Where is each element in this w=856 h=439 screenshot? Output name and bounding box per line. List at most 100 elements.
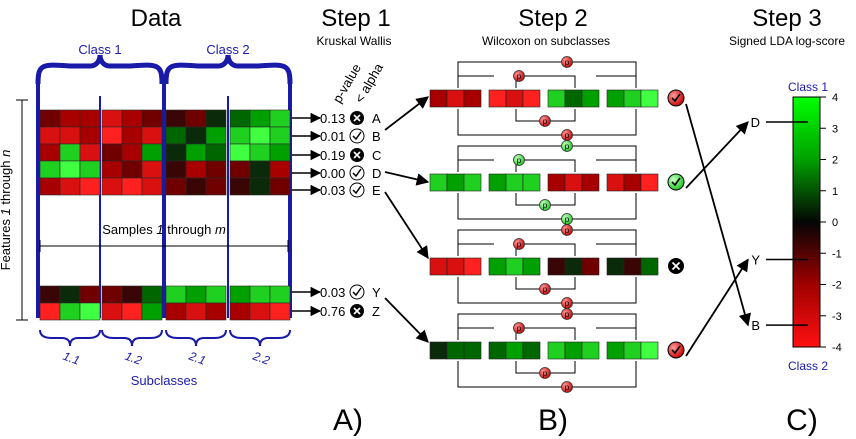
heatmap-cell [121, 160, 143, 179]
lda-tick-label: 3 [832, 123, 838, 135]
wilcoxon-p-symbol: p [565, 142, 570, 151]
class1-label: Class 1 [78, 42, 121, 57]
subclass-2-2-brace [229, 329, 291, 347]
subtitle-step1: Kruskal Wallis [317, 34, 392, 48]
wilcoxon-cell [547, 257, 566, 276]
wilcoxon-cell [446, 257, 465, 276]
wilcoxon-cell [463, 173, 482, 192]
wilcoxon-p-symbol: p [517, 324, 522, 333]
wilcoxon-pass-icon [667, 89, 685, 107]
wilcoxon-cell [606, 89, 625, 108]
heatmap-cell [141, 285, 163, 304]
wilcoxon-cell [488, 257, 507, 276]
step1-to-step2-arrow [384, 191, 429, 260]
feature-pvalue: 0.13 [320, 111, 345, 126]
heatmap-cell [79, 126, 101, 145]
header-step2: Step 2 [518, 5, 587, 32]
heatmap-cell [141, 302, 163, 321]
wilcoxon-cell [522, 341, 541, 360]
heatmap-cell [101, 285, 123, 304]
wilcoxon-cell [623, 257, 642, 276]
class2-brace [163, 54, 293, 85]
heatmap-cell [185, 143, 207, 162]
heatmap-cell [185, 285, 207, 304]
feature-pvalue: 0.19 [320, 148, 345, 163]
wilcoxon-p-badge [561, 224, 573, 236]
class1-brace [35, 54, 165, 85]
wilcoxon-p-symbol: p [517, 156, 522, 165]
subclass-label-2-1: 2.1 [186, 348, 207, 367]
lda-tick-label: -4 [832, 342, 842, 354]
heatmap-cell [205, 177, 227, 196]
heatmap-cell [229, 143, 251, 162]
wilcoxon-bracket [457, 61, 637, 88]
heatmap-cell [249, 177, 271, 196]
wilcoxon-p-symbol: p [517, 240, 522, 249]
check-mark [352, 168, 362, 178]
wilcoxon-p-symbol: p [565, 131, 570, 140]
lda-tick-label: 2 [832, 155, 838, 167]
panel-b-label: B) [538, 404, 568, 437]
wilcoxon-cell [547, 173, 566, 192]
panel-c-label: C) [786, 404, 818, 437]
heatmap-cell [249, 143, 271, 162]
heatmap-cell [185, 126, 207, 145]
heatmap-cell [185, 177, 207, 196]
wilcoxon-bracket [515, 327, 576, 340]
wilcoxon-p-badge [539, 283, 551, 295]
lda-tick-label: -3 [832, 311, 842, 323]
wilcoxon-cell [488, 89, 507, 108]
wilcoxon-p-badge [539, 367, 551, 379]
heatmap-cell [165, 177, 187, 196]
heatmap-cell [165, 109, 187, 128]
wilcoxon-cell [463, 257, 482, 276]
samples-label: Samples 1 through m [102, 222, 226, 237]
heatmap-cell [59, 126, 81, 145]
header-step1: Step 1 [321, 5, 390, 32]
lda-arrow [685, 258, 749, 357]
heatmap-cell [165, 143, 187, 162]
heatmap-cell [121, 302, 143, 321]
heatmap-cell [269, 160, 291, 179]
heatmap-cell [121, 285, 143, 304]
feature-pvalue: 0.03 [320, 285, 345, 300]
heatmap-cell [121, 143, 143, 162]
heatmap-cell [269, 126, 291, 145]
heatmap-cell [269, 285, 291, 304]
heatmap-cell [185, 302, 207, 321]
feature-pvalue: 0.00 [320, 166, 345, 181]
check-mark [352, 185, 362, 195]
heatmap-cell [229, 177, 251, 196]
wilcoxon-cell [581, 89, 600, 108]
wilcoxon-p-badge [561, 140, 573, 152]
lda-tick-label: 0 [832, 217, 838, 229]
lda-class2-label: Class 2 [788, 359, 828, 373]
wilcoxon-bracket [515, 75, 576, 88]
heatmap-cell [79, 143, 101, 162]
heatmap-cell [185, 109, 207, 128]
heatmap-cell [249, 160, 271, 179]
heatmap-cell [39, 109, 61, 128]
heatmap-cell [249, 126, 271, 145]
lda-arrow [685, 103, 752, 327]
wilcoxon-cell [640, 89, 659, 108]
wilcoxon-cell [522, 173, 541, 192]
wilcoxon-bracket [457, 193, 637, 220]
wilcoxon-cell [640, 341, 659, 360]
feature-pvalue: 0.01 [320, 129, 345, 144]
heatmap-cell [101, 143, 123, 162]
heatmap-cell [39, 143, 61, 162]
heatmap-cell [269, 143, 291, 162]
wilcoxon-p-badge [539, 199, 551, 211]
heatmap-cell [165, 302, 187, 321]
wilcoxon-cell [505, 341, 524, 360]
heatmap-cell [59, 177, 81, 196]
heatmap-cell [121, 177, 143, 196]
header-data: Data [131, 5, 182, 32]
wilcoxon-bracket [515, 159, 576, 172]
wilcoxon-p-badge [561, 56, 573, 68]
wilcoxon-p-badge [561, 308, 573, 320]
heatmap-cell [141, 160, 163, 179]
